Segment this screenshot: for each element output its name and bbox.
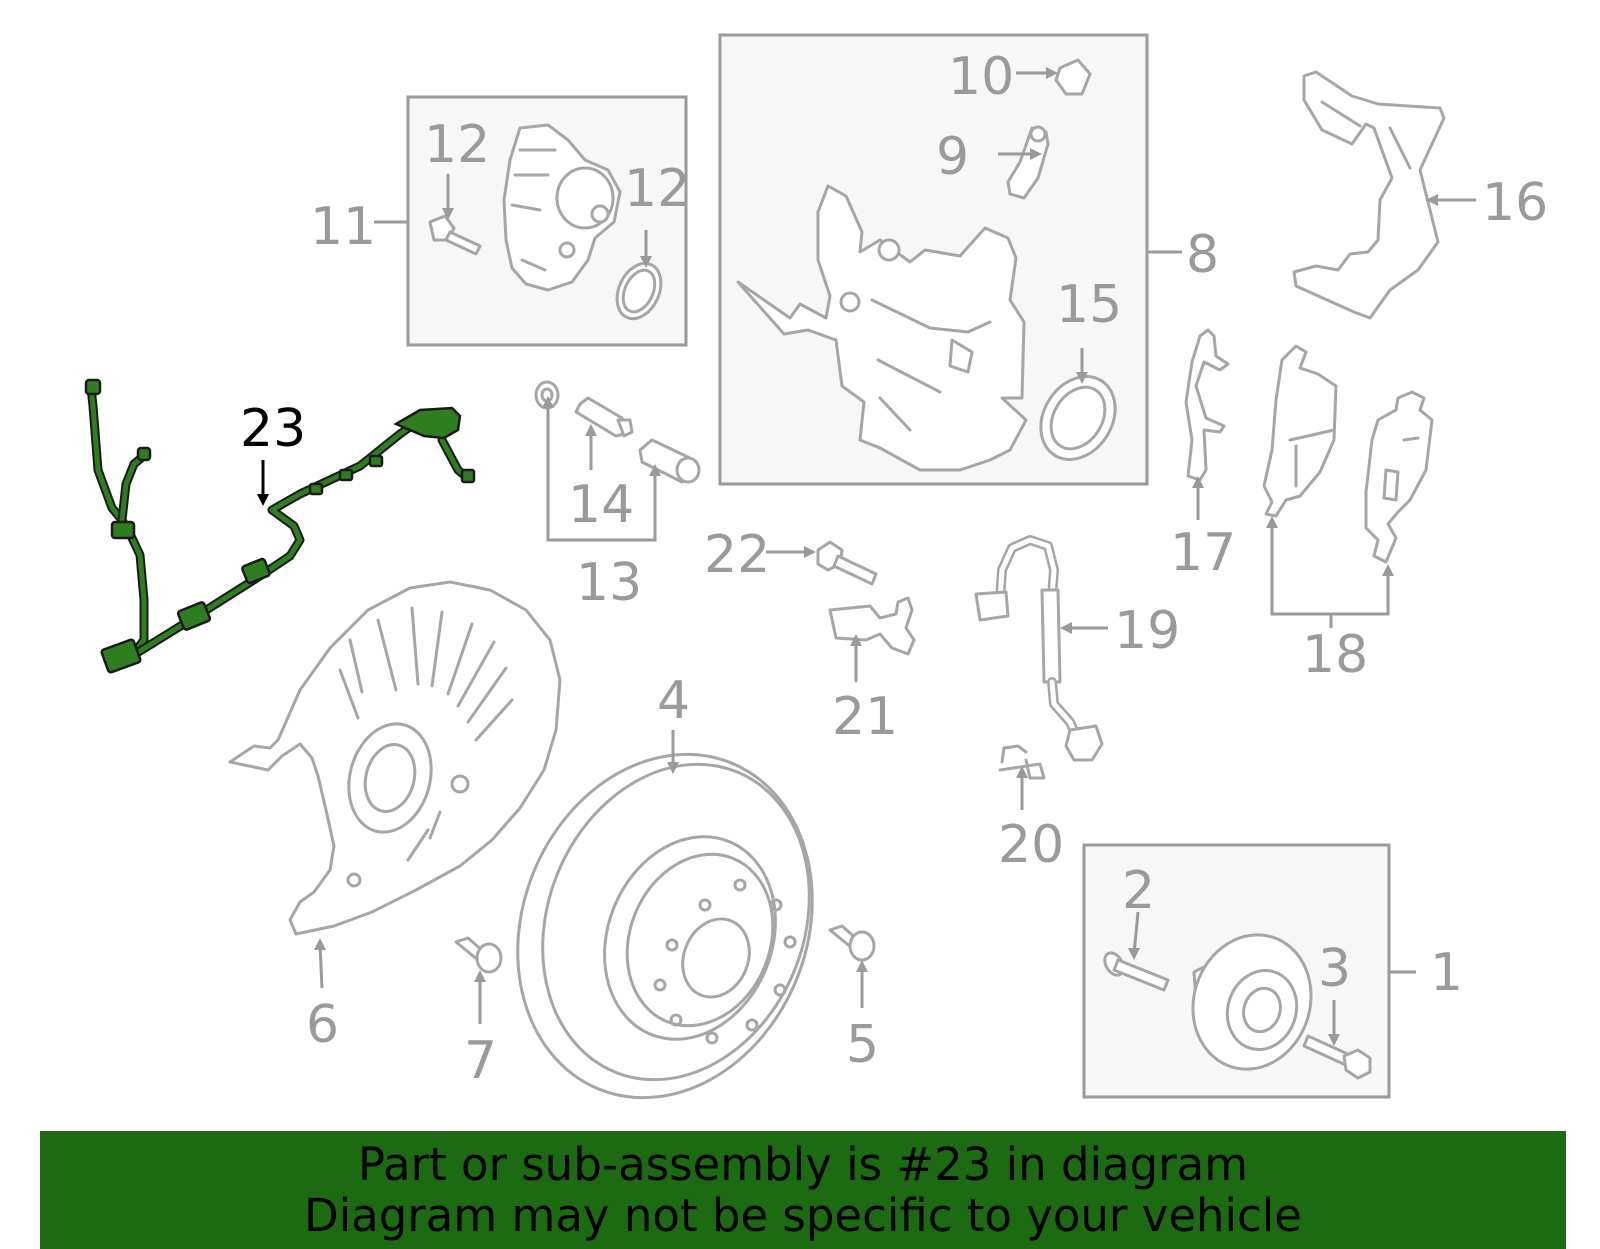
- callout-2: 2: [1122, 861, 1155, 921]
- callout-1: 1: [1430, 943, 1463, 1003]
- callout-5: 5: [846, 1015, 879, 1075]
- part-6-dust-shield[interactable]: [228, 580, 562, 936]
- part-3-hub-bolt[interactable]: [1302, 1034, 1372, 1080]
- part-1-wheel-hub[interactable]: [1176, 919, 1328, 1084]
- callout-labels: 1 2 3 4 5 6 7 8 9 10 11 12 12 13 14 15 1…: [240, 47, 1548, 1091]
- callout-21: 21: [832, 687, 898, 747]
- callout-15: 15: [1056, 275, 1122, 335]
- callout-8: 8: [1186, 225, 1219, 285]
- info-banner: Part or sub-assembly is #23 in diagram D…: [40, 1131, 1566, 1249]
- callout-22: 22: [704, 525, 770, 585]
- callout-14: 14: [568, 475, 634, 535]
- part-4-brake-rotor[interactable]: [467, 710, 862, 1143]
- part-2-wheel-stud[interactable]: [1101, 950, 1170, 992]
- callout-10: 10: [948, 47, 1014, 107]
- arrowheads: [257, 67, 1438, 1046]
- part-12-o-ring[interactable]: [609, 256, 670, 325]
- part-14-guide-pin[interactable]: [574, 396, 634, 438]
- callout-23: 23: [240, 399, 306, 459]
- callout-19: 19: [1114, 601, 1180, 661]
- part-11-brake-actuator[interactable]: [502, 123, 622, 292]
- part-13-guide-pin-bushing[interactable]: [638, 438, 701, 484]
- callout-13: 13: [576, 553, 642, 613]
- callout-7: 7: [464, 1031, 497, 1091]
- callout-3: 3: [1318, 939, 1351, 999]
- banner-line-2: Diagram may not be specific to your vehi…: [304, 1189, 1302, 1242]
- part-19-brake-hose[interactable]: [974, 535, 1104, 762]
- part-5-screw[interactable]: [828, 924, 876, 962]
- part-16-caliper-bracket[interactable]: [1292, 70, 1446, 320]
- callout-20: 20: [998, 815, 1064, 875]
- part-17-pad-clip[interactable]: [1184, 328, 1230, 482]
- part-10-bleeder-cap[interactable]: [1054, 58, 1092, 96]
- part-23-abs-wiring-harness[interactable]: [84, 378, 476, 674]
- part-21-bracket[interactable]: [828, 596, 916, 656]
- callout-17: 17: [1170, 523, 1236, 583]
- callout-11: 11: [310, 197, 376, 257]
- callout-12a: 12: [424, 115, 490, 175]
- callout-4: 4: [657, 671, 690, 731]
- part-9-bleeder-screw[interactable]: [1006, 125, 1050, 200]
- part-7-screw[interactable]: [454, 936, 503, 974]
- callout-9: 9: [936, 127, 969, 187]
- part-8-brake-caliper[interactable]: [736, 184, 1028, 472]
- banner-line-1: Part or sub-assembly is #23 in diagram: [357, 1138, 1249, 1191]
- leader-lines: [261, 71, 1476, 1040]
- callout-6: 6: [306, 995, 339, 1055]
- callout-18: 18: [1302, 625, 1368, 685]
- callout-12b: 12: [624, 159, 690, 219]
- part-12-bolt[interactable]: [428, 214, 482, 256]
- callout-16: 16: [1482, 173, 1548, 233]
- part-22-bolt[interactable]: [816, 540, 878, 586]
- part-18-brake-pads[interactable]: [1262, 344, 1434, 564]
- part-20-hose-clip[interactable]: [998, 744, 1046, 780]
- part-15-piston-seal[interactable]: [1026, 363, 1130, 474]
